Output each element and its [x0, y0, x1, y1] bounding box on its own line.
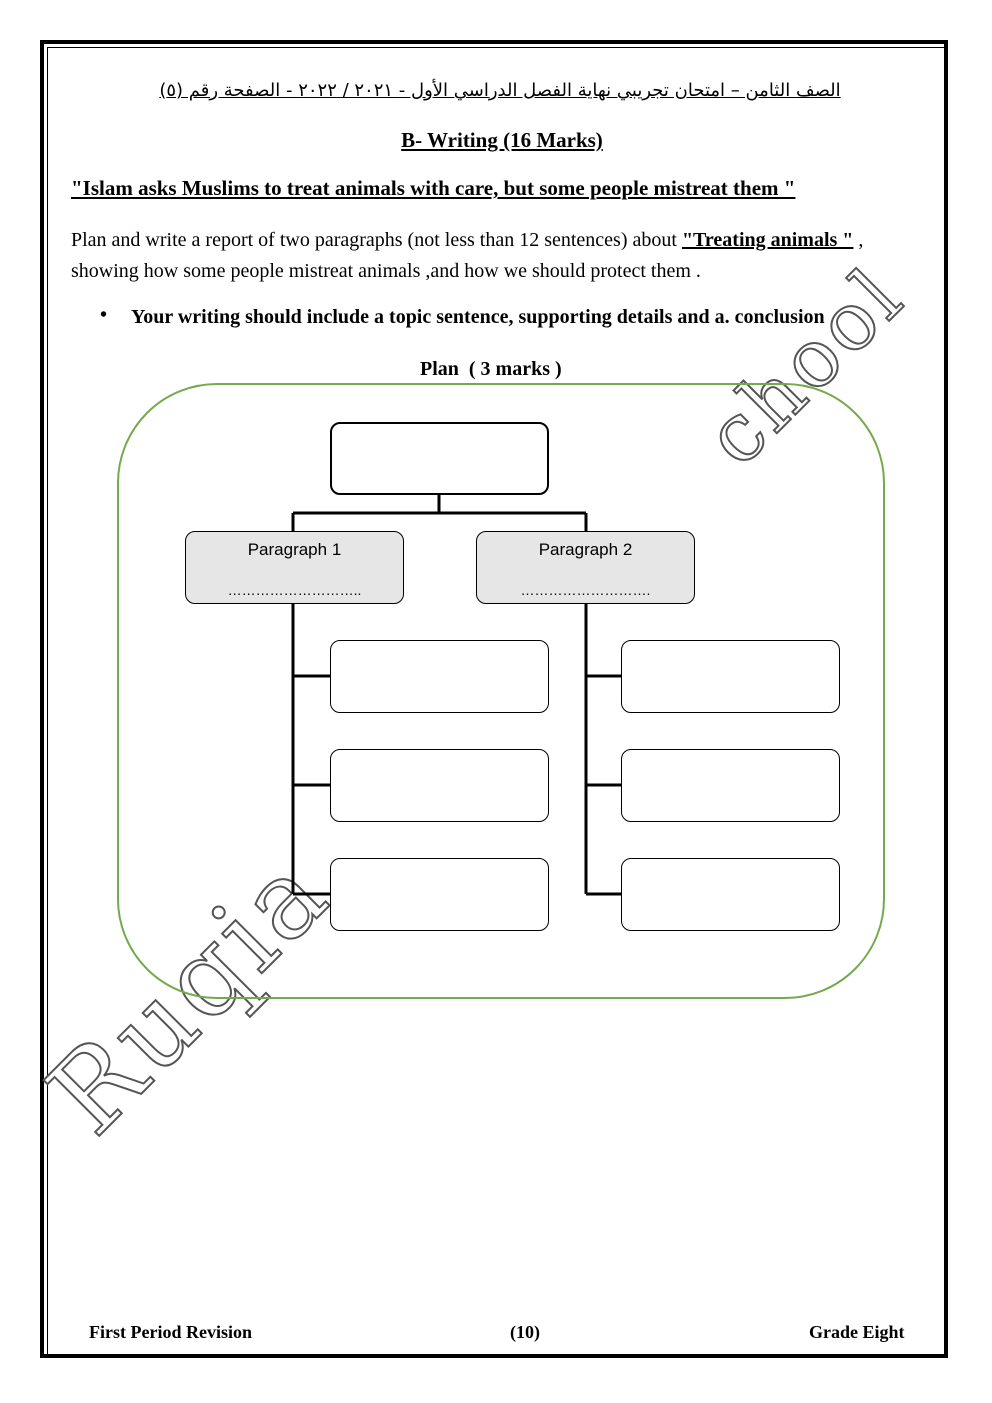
footer-page-number: (10): [510, 1322, 540, 1342]
bullet-text: Your writing should include a topic sent…: [131, 306, 825, 328]
paragraph-2-detail-box[interactable]: [621, 749, 840, 822]
plan-title: Plan ( 3 marks ): [420, 358, 562, 380]
section-title: B- Writing (16 Marks): [401, 128, 603, 152]
writing-prompt-quote: "Islam asks Muslims to treat animals wit…: [71, 176, 796, 200]
plan-panel: [117, 383, 885, 999]
paragraph-1-label: Paragraph 1: [247, 540, 342, 559]
paragraph-1-box[interactable]: Paragraph 1 ………………………..: [185, 531, 404, 604]
paragraph-2-detail-box[interactable]: [621, 640, 840, 713]
footer-left: First Period Revision: [89, 1322, 252, 1342]
arabic-page-header: الصف الثامن – امتحان تجريبي نهاية الفصل …: [159, 80, 841, 101]
topic-box[interactable]: [330, 422, 549, 495]
paragraph-2-detail-box[interactable]: [621, 858, 840, 931]
paragraph-1-dots: ………………………..: [227, 582, 362, 598]
bullet-icon: •: [100, 304, 108, 326]
page-border-inner: [47, 47, 945, 1355]
page-border-outer: [40, 40, 948, 1358]
instructions-topic: "Treating animals ": [681, 229, 854, 251]
writing-instructions: Plan and write a report of two paragraph…: [71, 225, 921, 287]
paragraph-1-detail-box[interactable]: [330, 749, 549, 822]
paragraph-2-box[interactable]: Paragraph 2 ……………………….: [476, 531, 695, 604]
paragraph-2-dots: ……………………….: [520, 582, 651, 598]
paragraph-1-detail-box[interactable]: [330, 858, 549, 931]
footer-right: Grade Eight: [809, 1322, 905, 1342]
paragraph-2-label: Paragraph 2: [538, 540, 633, 559]
instructions-after: , showing how some people mistreat anima…: [71, 229, 864, 282]
paragraph-1-detail-box[interactable]: [330, 640, 549, 713]
instructions-before: Plan and write a report of two paragraph…: [71, 229, 682, 251]
